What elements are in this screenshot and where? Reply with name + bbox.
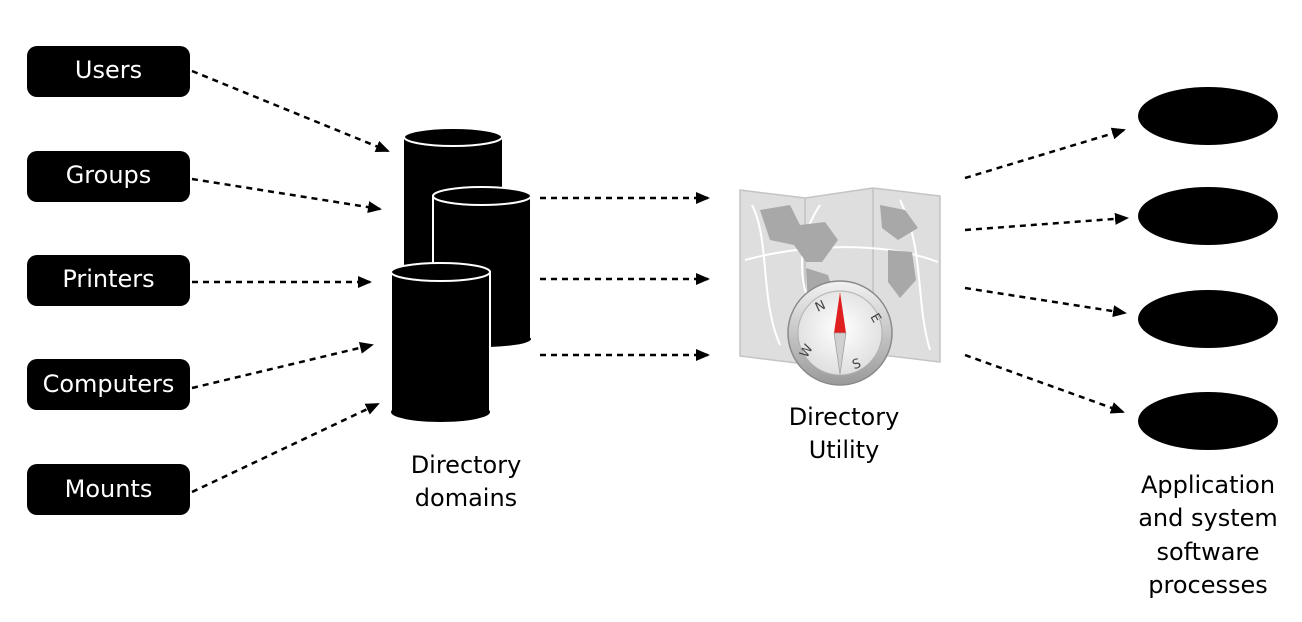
- arrow-computers-to-domains: [191, 341, 374, 390]
- directory-domains-database-icon: [390, 127, 532, 422]
- source-node-label: Printers: [62, 265, 154, 293]
- process-node-4: [1138, 392, 1278, 450]
- source-node-label: Mounts: [65, 475, 153, 503]
- source-node-printers: Printers: [27, 255, 190, 306]
- directory-utility-icon: N E S W: [739, 187, 941, 386]
- processes-caption-line4: processes: [1148, 571, 1268, 599]
- process-node-1: [1138, 87, 1278, 145]
- processes-caption-line1: Application: [1141, 471, 1275, 499]
- process-node-2: [1138, 187, 1278, 245]
- source-node-label: Groups: [66, 161, 152, 189]
- arrow-utility-to-process-4: [964, 353, 1125, 414]
- processes-caption-line3: software: [1156, 538, 1259, 566]
- source-node-groups: Groups: [27, 151, 190, 202]
- utility-caption-line2: Utility: [809, 436, 880, 464]
- arrow-utility-to-process-1: [964, 127, 1126, 180]
- arrow-utility-to-process-3: [964, 286, 1127, 318]
- domains-caption-line1: Directory: [411, 451, 522, 479]
- source-node-label: Users: [75, 56, 142, 84]
- arrow-groups-to-domains: [191, 177, 382, 214]
- arrow-users-to-domains: [191, 69, 390, 153]
- compass-icon: N E S W: [787, 280, 893, 386]
- source-node-mounts: Mounts: [27, 464, 190, 515]
- arrow-utility-to-process-2: [964, 212, 1129, 232]
- arrow-mounts-to-domains: [191, 402, 380, 494]
- process-node-3: [1138, 290, 1278, 348]
- domains-caption-line2: domains: [415, 484, 517, 512]
- source-node-users: Users: [27, 46, 190, 97]
- database-cylinder-front: [390, 262, 491, 422]
- source-node-computers: Computers: [27, 359, 190, 410]
- source-node-label: Computers: [43, 370, 175, 398]
- processes-caption-line2: and system: [1138, 504, 1278, 532]
- utility-caption-line1: Directory: [789, 403, 900, 431]
